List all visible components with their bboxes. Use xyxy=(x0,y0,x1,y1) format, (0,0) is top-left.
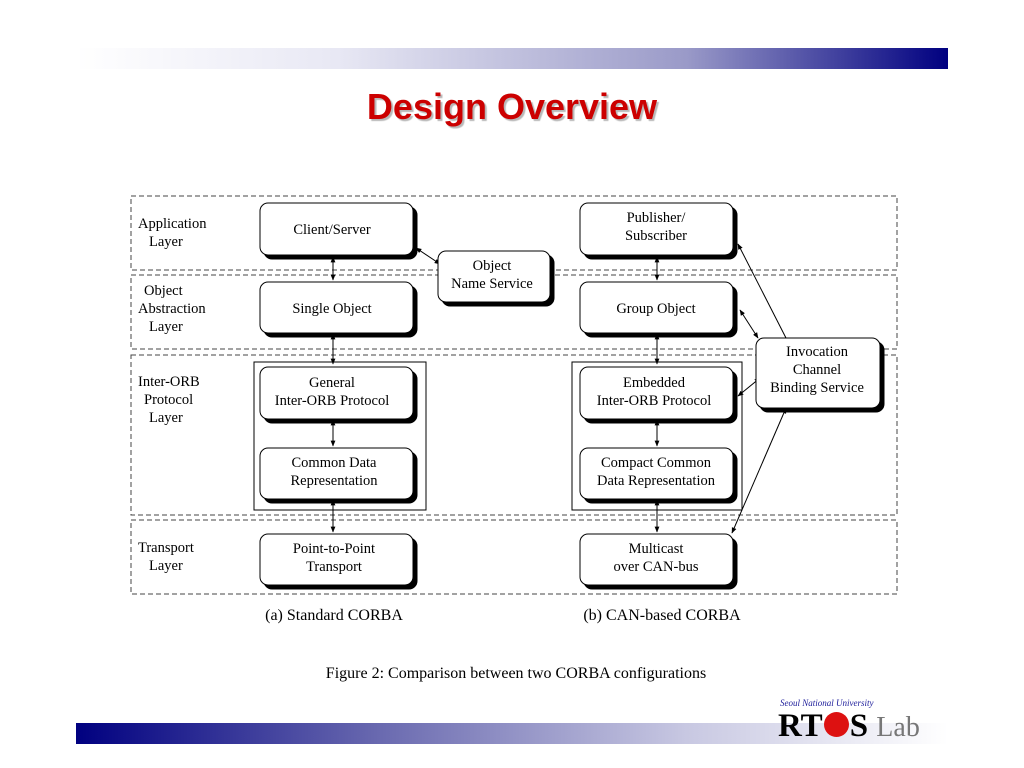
giop-box xyxy=(259,366,414,420)
top-gradient-bar xyxy=(76,48,948,69)
arrow-group-to-binding xyxy=(739,309,759,339)
corba-comparison-diagram: Application Layer Object Abstraction Lay… xyxy=(130,195,898,682)
protocol-group-frame-a xyxy=(253,361,427,511)
multicast-box xyxy=(579,533,734,586)
cdr-box xyxy=(259,447,414,500)
arrow-pubsub-to-binding xyxy=(737,243,787,339)
caption-can-based-corba: (b) CAN-based CORBA xyxy=(583,607,741,624)
logo-red-dot-icon xyxy=(823,712,849,737)
group-object-label: Group Object xyxy=(616,301,695,317)
pub-sub-label: Publisher/Subscriber xyxy=(625,210,687,244)
rtos-lab-logo: Seoul National University RT S Lab xyxy=(776,698,948,746)
slide-title: Design Overview xyxy=(366,86,658,127)
ccdr-box xyxy=(579,447,734,500)
layer-label-transport: Transport Layer xyxy=(138,540,198,574)
logo-lab-text: Lab xyxy=(876,712,920,743)
logo-rt-text: RT xyxy=(778,708,823,744)
p2p-transport-box xyxy=(259,533,414,586)
single-object-label: Single Object xyxy=(292,301,371,317)
binding-service-box xyxy=(755,337,881,409)
name-service-box xyxy=(437,250,551,303)
caption-standard-corba: (a) Standard CORBA xyxy=(265,607,403,624)
arrow-client-to-nameservice xyxy=(415,247,441,265)
layer-label-application: Application Layer xyxy=(138,216,210,250)
layer-band-application xyxy=(130,195,898,271)
pub-sub-box xyxy=(579,202,734,256)
figure-caption: Figure 2: Comparison between two CORBA c… xyxy=(326,665,706,682)
single-object-box xyxy=(259,281,414,334)
layer-band-object-abstraction xyxy=(130,274,898,350)
layer-band-transport xyxy=(130,519,898,595)
layer-label-object-abstraction: Object Abstraction Layer xyxy=(138,283,209,335)
group-object-box xyxy=(579,281,734,334)
logo-university-text: Seoul National University xyxy=(780,698,874,708)
layer-band-inter-orb xyxy=(130,354,898,516)
arrow-multicast-to-binding xyxy=(731,407,787,534)
logo-wordmark: RT S Lab xyxy=(778,708,920,746)
layer-label-inter-orb: Inter-ORB Protocol Layer xyxy=(138,374,203,426)
client-server-box xyxy=(259,202,414,256)
client-server-label: Client/Server xyxy=(293,222,370,238)
eiop-box xyxy=(579,366,734,420)
bottom-gradient-bar xyxy=(76,723,948,744)
logo-s-text: S xyxy=(849,708,869,744)
